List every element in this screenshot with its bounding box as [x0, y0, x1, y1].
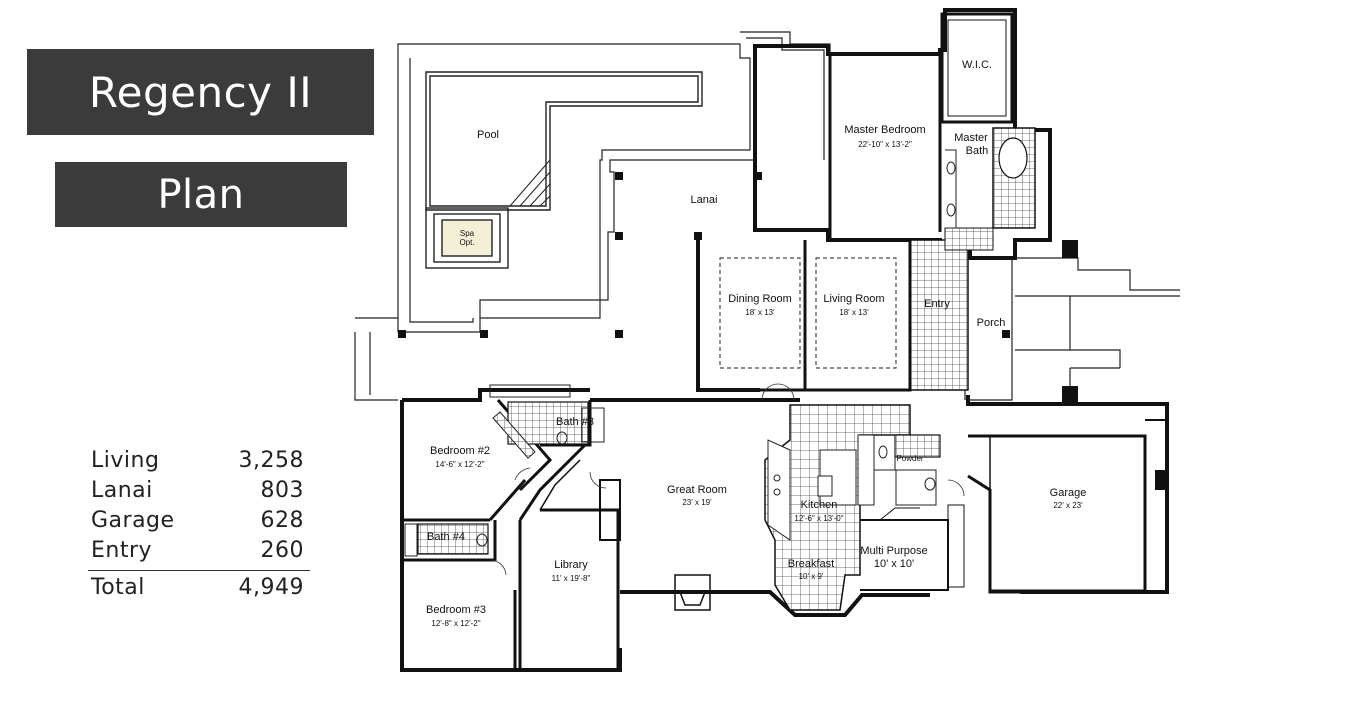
pool-label: Pool: [477, 129, 499, 141]
master-bedroom-dims: 22'-10" x 13'-2": [858, 140, 912, 149]
area-label: Entry: [91, 538, 153, 563]
powder-label: Powder: [896, 454, 923, 463]
area-divider: [88, 570, 310, 571]
area-row-living: Living 3,258: [88, 446, 310, 476]
area-row-entry: Entry 260: [88, 536, 310, 566]
bath4-fixtures: [404, 523, 488, 557]
master-bedroom-label: Master Bedroom: [844, 124, 925, 136]
garage-label: Garage: [1050, 487, 1087, 499]
area-value: 803: [260, 478, 304, 503]
floor-plan: Pool Spa Opt. Lanai W.I.C. Master Bedroo…: [354, 8, 1180, 672]
master-bedroom-walls: [828, 54, 942, 242]
door-swings: [489, 383, 965, 576]
multi-purpose-dims: 10' x 10': [874, 558, 914, 570]
master-bath-label: Master: [954, 132, 988, 144]
bedroom3-label: Bedroom #3: [426, 604, 486, 616]
lanai-label: Lanai: [691, 194, 718, 206]
bedroom2-label: Bedroom #2: [430, 445, 490, 457]
plan-title: Regency II: [27, 49, 374, 135]
spa-note: Opt.: [459, 238, 474, 247]
wic-wall: [940, 12, 1014, 124]
bedroom3-walls: [400, 520, 517, 672]
area-table: Living 3,258 Lanai 803 Garage 628 Entry …: [88, 446, 310, 603]
living-room-label: Living Room: [823, 293, 884, 305]
bath3-label: Bath #3: [556, 416, 594, 428]
lanai-slab: [354, 317, 398, 401]
area-label: Garage: [91, 508, 175, 533]
area-row-lanai: Lanai 803: [88, 476, 310, 506]
kitchen-label: Kitchen: [801, 499, 838, 511]
laundry: [895, 469, 937, 506]
spa: [425, 207, 509, 269]
spa-label: Spa: [460, 229, 475, 238]
total-value: 4,949: [238, 575, 304, 600]
dining-living-walls: [696, 232, 912, 392]
bath4-floor: [417, 523, 489, 555]
pool: [425, 71, 703, 211]
great-room-label: Great Room: [667, 484, 727, 496]
dining-room-dims: 18' x 13': [745, 308, 775, 317]
multi-purpose-label: Multi Purpose: [860, 545, 927, 557]
entry-label: Entry: [924, 298, 950, 310]
pool-steps: [509, 159, 551, 207]
area-value: 3,258: [238, 448, 304, 473]
powder-room: [873, 434, 941, 471]
wic-label: W.I.C.: [962, 59, 992, 71]
porch-columns: [1002, 240, 1169, 490]
bath3-fixtures: [489, 384, 605, 459]
porch-label: Porch: [977, 317, 1006, 329]
bedroom2-dims: 14'-6" x 12'-2": [435, 460, 484, 469]
breakfast-dims: 10' x 9': [799, 572, 824, 581]
bath4-label: Bath #4: [427, 531, 465, 543]
library-dims: 11' x 19'-8": [552, 574, 591, 583]
dining-room-label: Dining Room: [728, 293, 792, 305]
area-row-total: Total 4,949: [88, 573, 310, 603]
plan-subtitle: Plan: [55, 162, 347, 227]
great-room-dims: 23' x 19': [682, 498, 712, 507]
area-value: 260: [260, 538, 304, 563]
area-value: 628: [260, 508, 304, 533]
garage-dims: 22' x 23': [1053, 501, 1083, 510]
area-label: Lanai: [91, 478, 153, 503]
breakfast-label: Breakfast: [788, 558, 834, 570]
garage: [967, 419, 1168, 594]
kitchen-dims: 12'-6" x 13'-0": [794, 514, 843, 523]
master-bath: [944, 127, 1036, 251]
dining-living-dashed: [719, 257, 897, 369]
great-room-fireplace: [674, 574, 711, 611]
entry-floor: [909, 239, 969, 391]
bedroom3-dims: 12'-8" x 12'-2": [431, 619, 480, 628]
total-label: Total: [91, 575, 145, 600]
living-room-dims: 18' x 13': [839, 308, 869, 317]
library-label: Library: [554, 559, 588, 571]
multi-purpose-room: [860, 504, 965, 591]
master-bath-label-2: Bath: [966, 145, 989, 157]
library-walls: [518, 443, 621, 672]
area-label: Living: [91, 448, 160, 473]
area-row-garage: Garage 628: [88, 506, 310, 536]
kitchen: [764, 404, 911, 611]
